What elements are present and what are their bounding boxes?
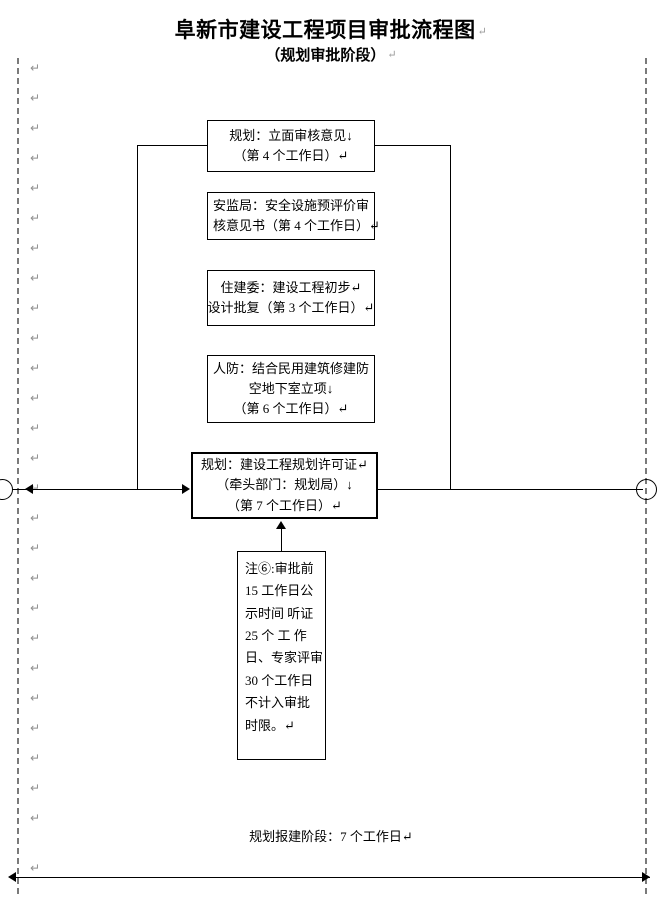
page-subtitle: （规划审批阶段）↵: [0, 44, 662, 65]
page-subtitle-text: （规划审批阶段）: [265, 48, 386, 64]
note-box-approval-note[interactable]: 注⑥:审批前 15 工作日公 示时间 听证 25 个 工 作 日、专家评审 30…: [237, 551, 326, 760]
flow-box-housing-construction-approval[interactable]: 住建委：建设工程初步↵ 设计批复（第 3 个工作日）↵: [207, 270, 375, 326]
text-boundary-guide-right: [645, 58, 647, 894]
page-title: 阜新市建设工程项目审批流程图↵: [0, 14, 662, 44]
paragraph-return-mark: ↵: [30, 61, 41, 75]
flow-box-planning-permit[interactable]: 规划：建设工程规划许可证↵ （牵头部门：规划局）↓ （第 7 个工作日）↵: [191, 452, 378, 519]
pilcrow-mark: ↵: [477, 26, 488, 38]
paragraph-return-mark: ↵: [30, 601, 41, 615]
note-line: 时限。↵: [245, 717, 295, 733]
paragraph-return-mark: ↵: [30, 301, 41, 315]
paragraph-return-mark: ↵: [30, 481, 41, 495]
paragraph-return-mark: ↵: [30, 811, 41, 825]
note-line: 25 个 工 作: [245, 628, 307, 644]
connector-top-right-branch: [375, 145, 451, 146]
note-line: 注⑥:审批前: [245, 561, 314, 576]
note-line: 示时间 听证: [245, 605, 314, 621]
note-line: 不计入审批: [245, 695, 311, 711]
note-line: 15 工作日公: [245, 583, 314, 599]
paragraph-return-mark: ↵: [30, 571, 41, 585]
flow-box-line: 安监局：安全设施预评价审: [213, 197, 370, 213]
arrow-into-planning-permit-bottom: [276, 521, 286, 529]
connector-circle-right: [636, 479, 657, 500]
paragraph-return-mark: ↵: [30, 121, 41, 135]
connector-riser-right: [450, 145, 451, 490]
arrow-into-planning-permit: [182, 484, 190, 494]
paragraph-return-mark: ↵: [30, 421, 41, 435]
paragraph-return-mark: ↵: [30, 151, 41, 165]
connector-note-riser: [281, 527, 282, 553]
stage-measure-arrow-left: [8, 872, 16, 882]
paragraph-return-mark: ↵: [30, 751, 41, 765]
paragraph-return-mark: ↵: [30, 241, 41, 255]
flow-box-safety-bureau-pre-eval[interactable]: 安监局：安全设施预评价审 核意见书（第 4 个工作日）↵: [207, 192, 380, 240]
paragraph-return-mark: ↵: [30, 721, 41, 735]
page-title-text: 阜新市建设工程项目审批流程图: [174, 18, 476, 42]
paragraph-return-mark: ↵: [30, 691, 41, 705]
note-line: 日、专家评审: [245, 650, 324, 666]
paragraph-return-mark: ↵: [30, 781, 41, 795]
flow-box-line: 设计批复（第 3 个工作日）↵: [207, 300, 375, 315]
paragraph-return-mark: ↵: [30, 271, 41, 285]
flow-box-line: （第 6 个工作日）↵: [233, 401, 349, 417]
connector-riser-left: [137, 145, 138, 490]
note-line: 30 个工作日: [245, 672, 314, 688]
flow-box-line: 规划：立面审核意见↓: [229, 127, 353, 143]
flow-box-civil-air-defense[interactable]: 人防：结合民用建筑修建防 空地下室立项↓ （第 6 个工作日）↵: [207, 355, 375, 423]
text-boundary-guide-left: [17, 58, 19, 894]
flow-box-line: （牵头部门：规划局）↓: [216, 477, 353, 493]
flow-box-line: 住建委：建设工程初步↵: [220, 279, 362, 295]
paragraph-return-mark: ↵: [30, 631, 41, 645]
paragraph-return-mark: ↵: [30, 861, 41, 875]
flow-box-line: 人防：结合民用建筑修建防: [212, 360, 369, 376]
flow-box-line: （第 7 个工作日）↵: [227, 497, 342, 513]
connector-line-entry: [12, 489, 187, 490]
paragraph-return-mark: ↵: [30, 541, 41, 555]
paragraph-return-mark: ↵: [30, 181, 41, 195]
flow-box-line: 空地下室立项↓: [248, 380, 334, 396]
paragraph-return-mark: ↵: [30, 331, 41, 345]
paragraph-return-mark: ↵: [30, 661, 41, 675]
stage-caption: 规划报建阶段：7 个工作日↵: [249, 829, 413, 844]
stage-measure-arrow-right: [642, 872, 650, 882]
paragraph-return-mark: ↵: [30, 511, 41, 525]
paragraph-return-mark: ↵: [30, 361, 41, 375]
connector-line-exit: [378, 489, 643, 490]
paragraph-return-mark: ↵: [30, 91, 41, 105]
flow-box-elevation-review[interactable]: 规划：立面审核意见↓ （第 4 个工作日）↵: [207, 120, 375, 172]
flow-box-line: 核意见书（第 4 个工作日）↵: [213, 218, 380, 233]
flow-box-line: （第 4 个工作日）↵: [233, 148, 349, 163]
paragraph-return-mark: ↵: [30, 211, 41, 225]
flow-box-line: 规划：建设工程规划许可证↵: [201, 457, 368, 473]
paragraph-return-mark: ↵: [30, 391, 41, 405]
pilcrow-mark: ↵: [387, 49, 397, 61]
arrow-tick-left: [25, 484, 33, 494]
connector-circle-left: [0, 479, 13, 500]
connector-top-left-branch: [137, 145, 207, 146]
stage-measure-line: [12, 877, 650, 878]
paragraph-return-mark: ↵: [30, 451, 41, 465]
